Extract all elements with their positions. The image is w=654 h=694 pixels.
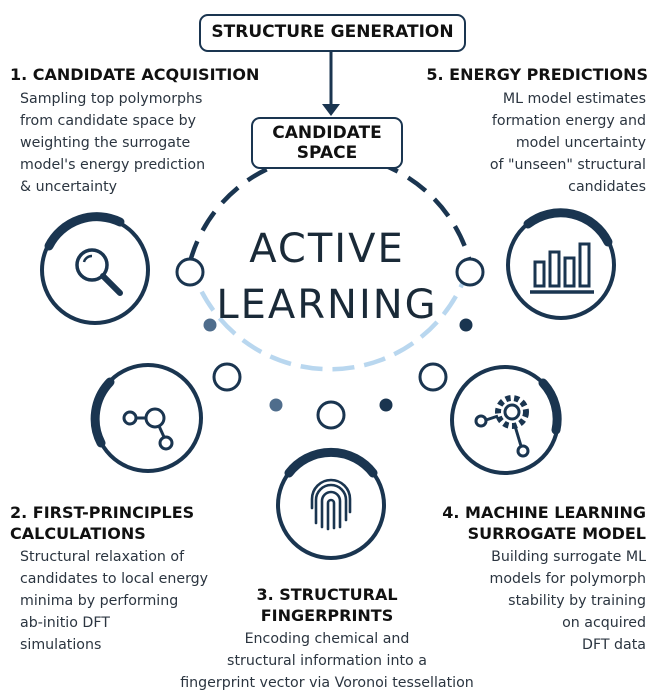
magnifier-icon (75, 248, 123, 296)
step-5-icon-group (506, 208, 616, 320)
step-2-description: Structural relaxation of candidates to l… (20, 546, 208, 656)
step-1-heading: 1. CANDIDATE ACQUISITION (10, 64, 259, 85)
cycle-dot (379, 398, 393, 412)
cycle-dot (269, 398, 283, 412)
connector-node (455, 257, 485, 287)
connector-node (175, 257, 205, 287)
step-4-desc-line: Building surrogate ML (491, 549, 646, 565)
step-1-desc-line: weighting the surrogate (20, 135, 191, 151)
step-1-desc-line: model's energy prediction (20, 157, 206, 173)
step-2-desc-line: minima by performing (20, 593, 179, 609)
step-5-heading-line-1: 5. ENERGY PREDICTIONS (426, 65, 648, 84)
step-3-desc-line: fingerprint vector via Voronoi tessellat… (180, 675, 474, 691)
step-1-desc-line: Sampling top polymorphs (20, 91, 203, 107)
graph-nodes-icon (122, 407, 174, 451)
step-3-icon-group (276, 447, 386, 560)
step-5-desc-line: candidates (568, 179, 646, 195)
connector-node (418, 362, 448, 392)
gear-network-icon (474, 395, 530, 458)
candidate-space-line-1: CANDIDATE (272, 123, 382, 143)
step-1-heading-line-1: 1. CANDIDATE ACQUISITION (10, 65, 260, 84)
step-1-icon-group (40, 212, 150, 325)
structure-generation-label: STRUCTURE GENERATION (211, 22, 454, 42)
step-2-heading: 2. FIRST-PRINCIPLES CALCULATIONS (10, 502, 194, 544)
step-1-desc-line: & uncertainty (20, 179, 118, 195)
step-5-description: ML model estimates formation energy and … (490, 88, 646, 198)
step-3-desc-line: Encoding chemical and (244, 631, 410, 647)
arrow-head (322, 104, 340, 116)
step-4-heading: 4. MACHINE LEARNING SURROGATE MODEL (442, 502, 646, 544)
step-5-desc-line: of "unseen" structural (489, 157, 646, 173)
step-5-desc-line: formation energy and (491, 113, 646, 129)
step-1-description: Sampling top polymorphs from candidate s… (20, 88, 205, 198)
step-5-heading: 5. ENERGY PREDICTIONS (426, 64, 648, 85)
structure-generation-box: STRUCTURE GENERATION (199, 14, 466, 52)
step-4-desc-line: DFT data (582, 637, 646, 653)
step-4-heading-line-1: 4. MACHINE LEARNING (442, 503, 646, 522)
step-2-heading-line-2: CALCULATIONS (10, 524, 146, 543)
step-2-desc-line: ab-initio DFT (20, 615, 110, 631)
step-4-heading-line-2: SURROGATE MODEL (467, 524, 646, 543)
step-3-heading-line-1: 3. STRUCTURAL (256, 585, 398, 604)
step-3-heading: 3. STRUCTURAL FINGERPRINTS (0, 584, 654, 626)
step-2-heading-line-1: 2. FIRST-PRINCIPLES (10, 503, 195, 522)
step-2-desc-line: Structural relaxation of (20, 549, 185, 565)
candidate-space-box: CANDIDATE SPACE (251, 117, 403, 169)
step-5-desc-line: model uncertainty (515, 135, 646, 151)
step-2-icon-group (90, 363, 203, 473)
step-4-desc-line: stability by training (508, 593, 646, 609)
step-3-heading-line-2: FINGERPRINTS (260, 606, 394, 625)
cycle-dot (459, 318, 473, 332)
step-4-desc-line: on acquired (562, 615, 646, 631)
center-title-line-2: LEARNING (216, 282, 438, 328)
candidate-space-line-2: SPACE (296, 143, 358, 163)
step-4-desc-line: models for polymorph (489, 571, 646, 587)
step-4-icon-group (450, 365, 562, 475)
step-3-description: Encoding chemical and structural informa… (0, 628, 654, 694)
step-5-desc-line: ML model estimates (502, 91, 646, 107)
cycle-dot (203, 318, 217, 332)
fingerprint-icon (310, 478, 352, 531)
bar-chart-icon (530, 242, 594, 294)
connector-node (212, 362, 242, 392)
step-2-desc-line: candidates to local energy (20, 571, 209, 587)
step-2-desc-line: simulations (20, 637, 102, 653)
step-4-description: Building surrogate ML models for polymor… (490, 546, 646, 656)
step-3-desc-line: structural information into a (227, 653, 427, 669)
step-1-desc-line: from candidate space by (20, 113, 196, 129)
center-title-line-1: ACTIVE (249, 226, 405, 272)
cycle-arc-light (187, 261, 473, 372)
connector-node (316, 400, 346, 430)
